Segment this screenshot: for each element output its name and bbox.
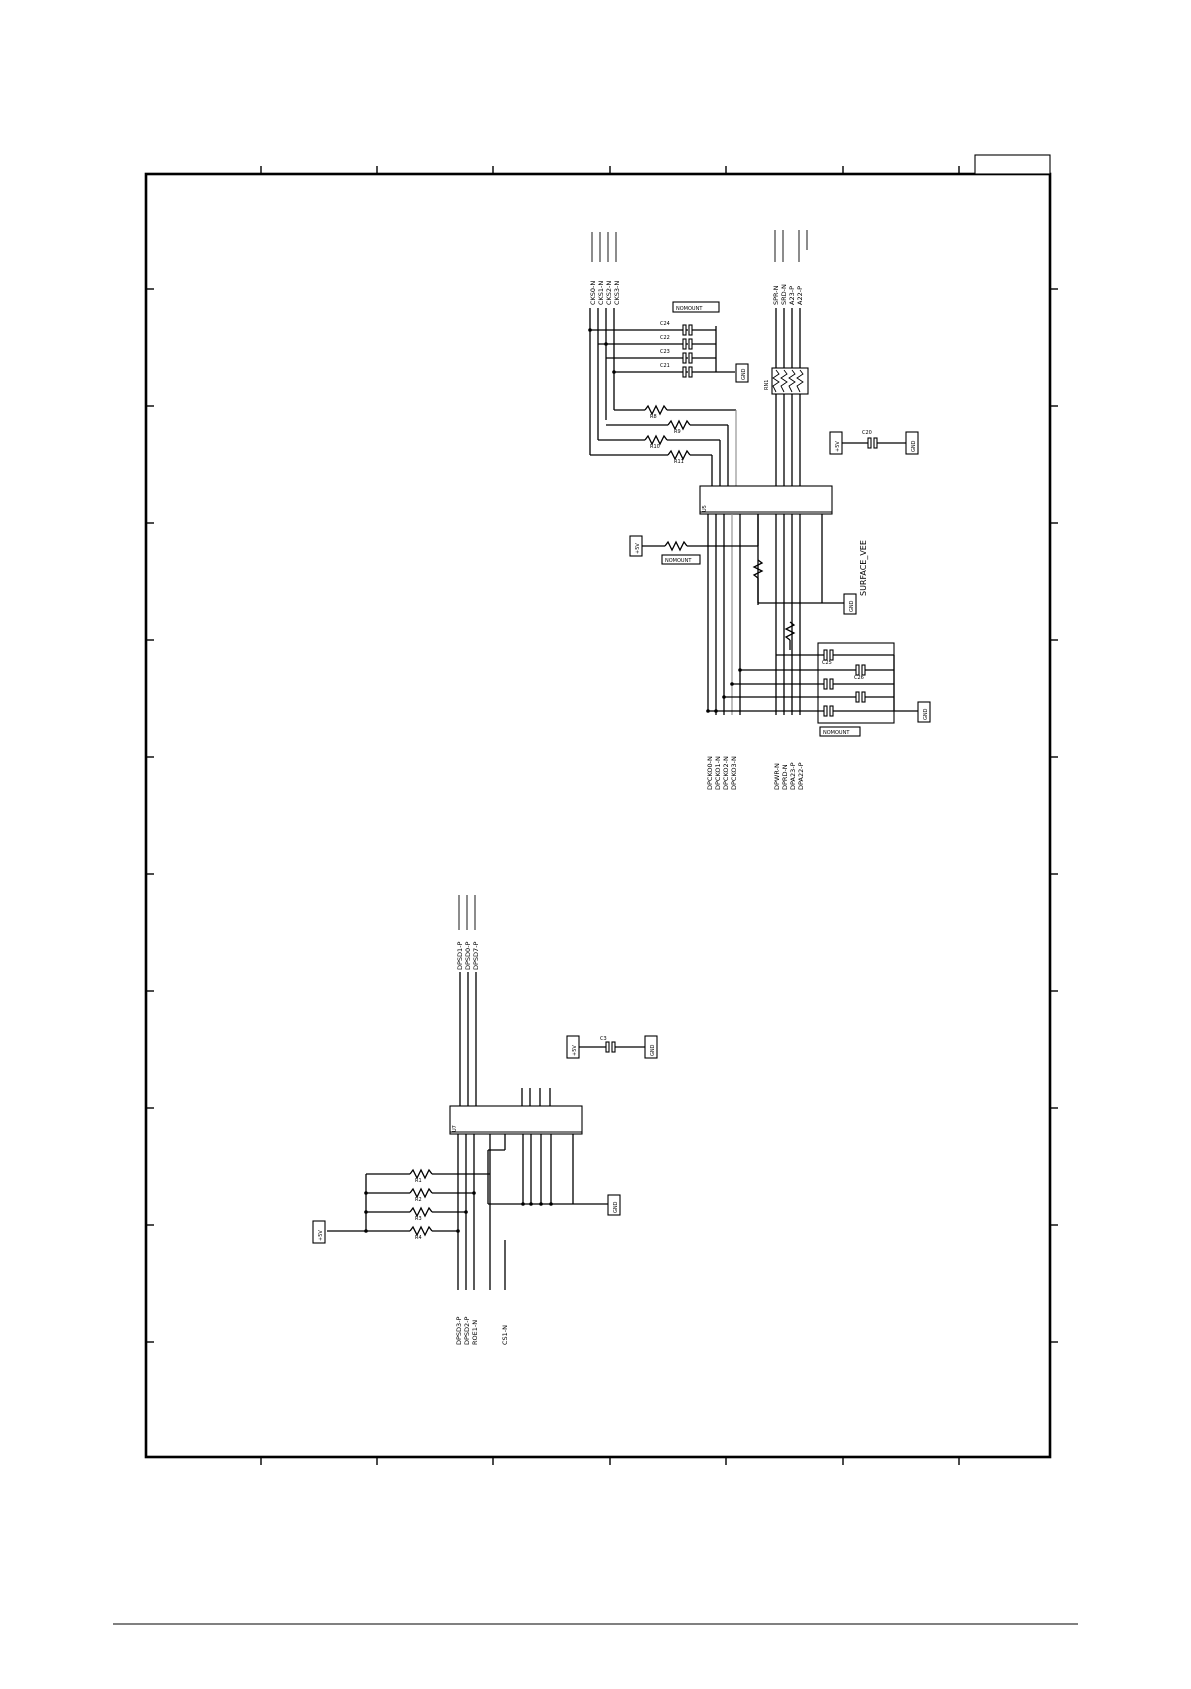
net-label: CKS3-N — [613, 281, 621, 305]
gnd-symbol — [607, 1194, 621, 1216]
net-label: ROE1-N — [471, 1320, 479, 1345]
gnd-symbol — [843, 593, 857, 615]
net-label: DPSD7-P — [472, 941, 480, 970]
power-label: +5V — [572, 1045, 578, 1056]
net-label: DPA22-P — [797, 762, 805, 790]
power-label: GND — [923, 708, 929, 720]
cap-label: C22 — [660, 335, 670, 341]
res-label: R2 — [415, 1197, 422, 1203]
drawing-frame — [144, 172, 1052, 1459]
cap-label: C23 — [660, 349, 670, 355]
nomount-tag — [819, 726, 861, 737]
top-left-net-labels: CKS0-N CKS1-N CKS2-N CKS3-N — [589, 232, 621, 305]
res-label: R8 — [650, 414, 657, 420]
ic-label: U5 — [702, 505, 708, 512]
net-label: SRD-N — [780, 284, 788, 305]
net-label: CKS0-N — [589, 281, 597, 305]
net-label: DPSD1-P — [456, 941, 464, 970]
net-surface-label: SURFACE_VEE — [859, 540, 868, 596]
net-label: DPCKO1-N — [714, 756, 722, 790]
net-label: DPA23-P — [789, 762, 797, 790]
nomount-tag — [661, 554, 701, 565]
gnd-symbol — [644, 1035, 658, 1059]
net-label: SPR-N — [772, 285, 780, 305]
title-tab — [974, 154, 1051, 175]
net-label: DPCKO0-N — [706, 756, 714, 790]
net-label: A23-P — [788, 286, 796, 305]
power-label: +5V — [635, 543, 641, 554]
nomount-tag-label: NOMOUNT — [823, 730, 850, 736]
res-label: R10 — [650, 444, 660, 450]
cap-label: C26 — [854, 675, 864, 681]
nomount-tag-label: NOMOUNT — [665, 558, 692, 564]
net-label: DPWR-N — [773, 763, 781, 790]
net-label: DPSD2-P — [463, 1316, 471, 1345]
power-label: +5V — [318, 1230, 324, 1241]
upper-schematic: CKS0-N CKS1-N CKS2-N CKS3-N SPR-N SRD-N … — [588, 230, 931, 790]
res-label: R11 — [674, 459, 684, 465]
power-label: GND — [849, 600, 855, 612]
net-label: DPSD3-P — [455, 1316, 463, 1345]
cap-label: C21 — [660, 363, 670, 369]
power-label: GND — [741, 368, 747, 380]
cap-label: C3 — [600, 1036, 607, 1042]
net-label: DPCKO3-N — [730, 756, 738, 790]
net-label: A22-P — [796, 286, 804, 305]
gnd-symbol — [735, 363, 749, 383]
power-symbol — [312, 1220, 326, 1244]
ic-u5 — [699, 485, 833, 515]
power-label: GND — [911, 440, 917, 452]
cap-bank: C25 C26 — [706, 649, 918, 717]
lower-top-net-labels: DPSD1-P DPSD0-P DPSD7-P — [456, 895, 480, 970]
net-label: DPRD-N — [781, 764, 789, 790]
lower-schematic: DPSD1-P DPSD0-P DPSD7-P +5V GND C3 U7 — [312, 895, 658, 1345]
cap-label: C24 — [660, 321, 670, 327]
top-right-net-labels: SPR-N SRD-N A23-P A22-P — [772, 230, 808, 305]
power-label: +5V — [835, 441, 841, 452]
res-label: R3 — [415, 1216, 422, 1222]
nomount-tag-label: NOMOUNT — [676, 306, 703, 312]
res-label: R1 — [415, 1178, 422, 1184]
cap-label: C20 — [862, 430, 872, 436]
net-label: CKS2-N — [605, 281, 613, 305]
power-label: GND — [650, 1044, 656, 1056]
cap-group-top: C24 C22 C23 C21 — [590, 321, 735, 378]
rn-label: RN1 — [764, 380, 770, 390]
res-label: R9 — [674, 429, 681, 435]
ic-label: U7 — [452, 1125, 458, 1132]
bottom-left-net-labels: DPCKO0-N DPCKO1-N DPCKO2-N DPCKO3-N — [706, 756, 738, 790]
frame-ticks — [146, 166, 1058, 1465]
power-label: GND — [613, 1201, 619, 1213]
resistor-group: R8 R9 R10 R11 — [589, 404, 736, 465]
ic-u7 — [449, 1105, 583, 1135]
net-label: DPCKO2-N — [722, 756, 730, 790]
net-label: CS1-N — [501, 1325, 509, 1345]
bottom-right-net-labels: DPWR-N DPRD-N DPA23-P DPA22-P — [773, 762, 805, 790]
gnd-symbol — [917, 701, 931, 723]
net-label: DPSD0-P — [464, 941, 472, 970]
res-label: R4 — [415, 1235, 422, 1241]
gnd-symbol — [905, 431, 919, 455]
nomount-tag — [672, 301, 720, 313]
cap-label: C25 — [822, 660, 832, 666]
lower-bottom-net-labels: DPSD3-P DPSD2-P ROE1-N CS1-N — [455, 1240, 509, 1345]
net-label: CKS1-N — [597, 281, 605, 305]
pullup-resistors: R1 R2 R3 R4 — [327, 1168, 490, 1241]
